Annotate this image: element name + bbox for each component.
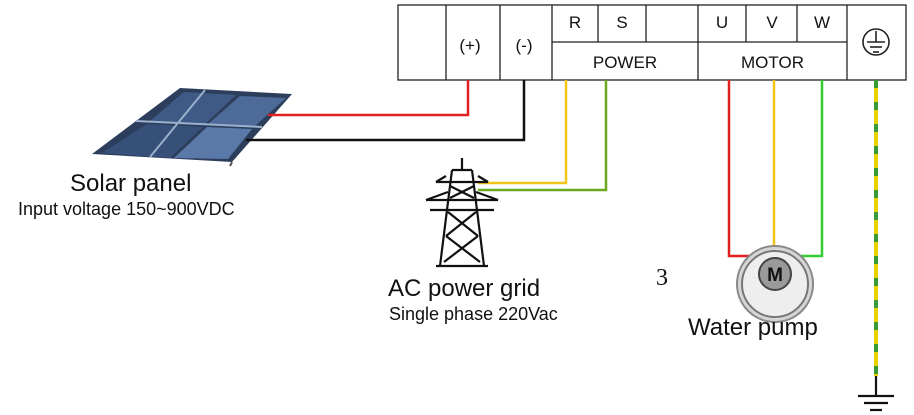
terminal-s: S xyxy=(616,13,628,32)
motor-letter: M xyxy=(767,265,783,286)
stray-number-label: 3 xyxy=(656,265,668,291)
grid-subtitle: Single phase 220Vac xyxy=(389,304,558,324)
solar-panel-title: Solar panel xyxy=(70,170,192,197)
terminal-dc-positive: (+) xyxy=(459,36,481,55)
terminal-u: U xyxy=(715,13,729,32)
motor-label: MOTOR xyxy=(741,53,804,72)
earth-ground-icon xyxy=(858,376,894,412)
pump-title: Water pump xyxy=(688,314,818,341)
wire-dc-negative xyxy=(246,80,526,142)
wire-motor-w xyxy=(796,80,824,262)
motor-icon: M xyxy=(736,245,814,323)
wire-motor-u xyxy=(727,80,754,262)
terminal-w: W xyxy=(813,13,831,32)
power-label: POWER xyxy=(592,53,658,72)
terminal-block xyxy=(397,4,907,81)
solar-panel-subtitle: Input voltage 150~900VDC xyxy=(18,199,235,219)
grid-title: AC power grid xyxy=(388,275,541,302)
ground-terminal-icon xyxy=(862,28,890,56)
wire-dc-positive xyxy=(268,80,470,117)
wire-grid-r xyxy=(478,80,568,185)
wire-grid-s xyxy=(478,80,608,192)
transmission-tower-icon xyxy=(425,158,499,268)
terminal-r: R xyxy=(568,13,582,32)
terminal-dc-negative: (-) xyxy=(515,36,533,55)
solar-panel-icon xyxy=(92,88,292,167)
terminal-v: V xyxy=(766,13,778,32)
